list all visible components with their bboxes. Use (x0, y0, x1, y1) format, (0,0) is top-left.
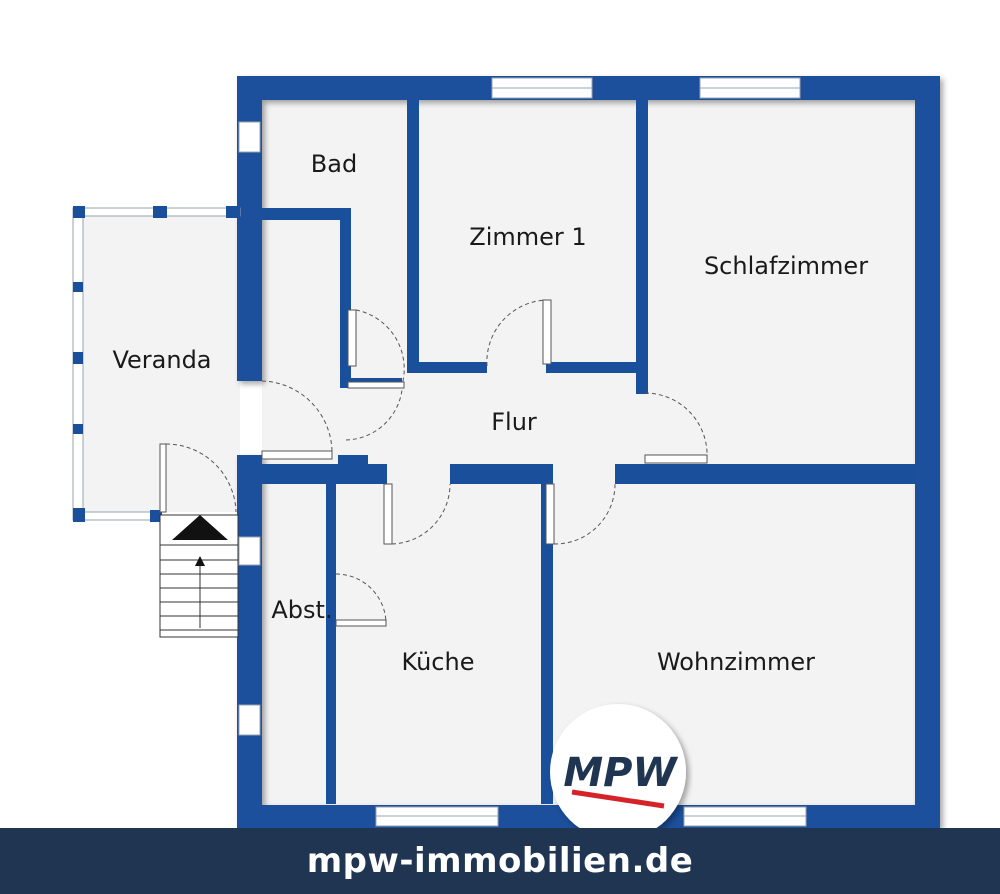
room-label-bad: Bad (311, 150, 357, 178)
website-url: mpw-immobilien.de (306, 841, 694, 881)
doors (159, 299, 708, 627)
room-label-flur: Flur (491, 408, 537, 436)
veranda-enclosure (72, 206, 241, 522)
floor-areas (82, 100, 915, 805)
staircase (159, 514, 239, 638)
room-label-zimmer-1: Zimmer 1 (469, 223, 586, 251)
room-label-wohnzimmer: Wohnzimmer (657, 648, 815, 676)
logo-text: MPW (563, 750, 678, 796)
mpw-logo: MPW (550, 704, 686, 840)
room-label-abstellraum: Abst. (271, 596, 332, 624)
windows (238, 77, 807, 827)
footer-banner: mpw-immobilien.de (0, 828, 1000, 894)
room-label-kueche: Küche (402, 648, 475, 676)
room-label-veranda: Veranda (112, 346, 211, 374)
room-label-schlafzimmer: Schlafzimmer (704, 252, 868, 280)
interior-walls (262, 100, 915, 804)
